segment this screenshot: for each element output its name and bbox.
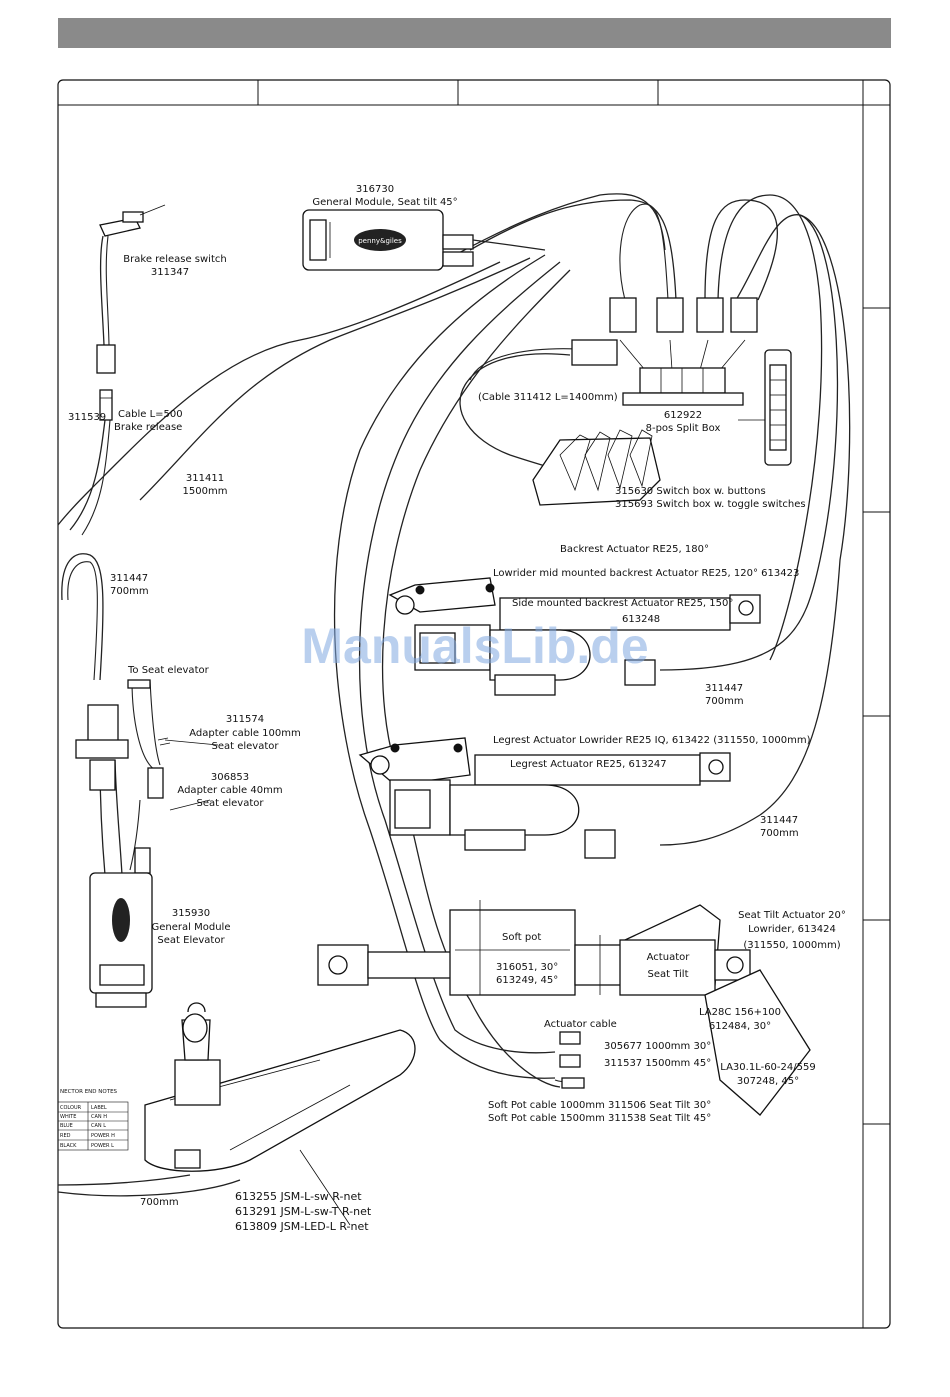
actuator-cable-label: Actuator cable <box>544 1019 617 1030</box>
actuator-box-label-1: Actuator <box>647 952 691 963</box>
cable-311447-a-length: 700mm <box>110 586 149 597</box>
adapter-100-desc: Seat elevator <box>211 741 279 752</box>
module-brand-logo: penny&giles <box>358 237 402 245</box>
jsm-label-3: 613809 JSM-LED-L R-net <box>235 1220 369 1233</box>
watermark: ManualsLib.de <box>301 618 648 674</box>
la30-label-1: LA30.1L-60-24/559 <box>720 1062 815 1073</box>
la30-label-2: 307248, 45° <box>737 1076 799 1087</box>
gm-tilt-name: General Module, Seat tilt 45° <box>312 197 457 208</box>
backrest-label-3: Side mounted backrest Actuator RE25, 150… <box>512 598 733 609</box>
actuator-cable-2: 311537 1500mm 45° <box>604 1058 711 1069</box>
adapter-40-name: Adapter cable 40mm <box>177 785 282 796</box>
general-module-seat-tilt: penny&giles <box>302 209 546 271</box>
seat-tilt-actuator <box>317 900 811 1116</box>
switchbox-toggles: 315693 Switch box w. toggle switches <box>615 499 806 510</box>
seat-elevator-cabling <box>75 679 171 874</box>
connector-end-table: NECTOR END NOTES COLOUR LABEL WHITE CAN … <box>57 1089 129 1151</box>
softpot-label: Soft pot <box>502 932 541 943</box>
cable-311411-pn: 311411 <box>186 473 224 484</box>
table-cell: POWER L <box>91 1143 114 1149</box>
labels: 316730 General Module, Seat tilt 45° Bra… <box>68 184 846 1233</box>
cable-311447-c-length: 700mm <box>760 828 799 839</box>
legrest-label-2: Legrest Actuator RE25, 613247 <box>510 759 667 770</box>
cable-311447-c-pn: 311447 <box>760 815 798 826</box>
table-cell: WHITE <box>60 1114 76 1120</box>
cable-311447-b-length: 700mm <box>705 696 744 707</box>
switch-box <box>532 429 661 506</box>
softpot-cable-1: Soft Pot cable 1000mm 311506 Seat Tilt 3… <box>488 1100 711 1111</box>
jsm-label-2: 613291 JSM-L-sw-T R-net <box>235 1205 372 1218</box>
table-cell: RED <box>60 1133 71 1139</box>
wiring-harness <box>57 193 851 1197</box>
adapter-100-name: Adapter cable 100mm <box>189 728 301 739</box>
seat-tilt-label-1: Seat Tilt Actuator 20° <box>738 910 846 921</box>
table-header-label: LABEL <box>91 1105 107 1111</box>
adapter-40-pn: 306853 <box>211 772 249 783</box>
brake-switch-pn: 311347 <box>151 267 189 278</box>
to-seat-elevator: To Seat elevator <box>127 665 210 676</box>
backrest-pn: 613248 <box>622 614 660 625</box>
gm-elev-pn: 315930 <box>172 908 210 919</box>
softpot-pn-30: 316051, 30° <box>496 962 558 973</box>
splitbox-name: 8-pos Split Box <box>646 423 721 434</box>
split-box-connectors <box>571 297 792 466</box>
legrest-actuator <box>358 737 731 859</box>
drawing-frame <box>57 79 891 1329</box>
adapter-40-desc: Seat elevator <box>196 798 264 809</box>
general-module-seat-elevator <box>89 872 153 1008</box>
backrest-actuator <box>388 577 761 696</box>
adapter-100-pn: 311574 <box>226 714 264 725</box>
brake-release-switch <box>96 204 166 421</box>
table-cell: CAN H <box>91 1114 107 1120</box>
cable-311447-b-pn: 311447 <box>705 683 743 694</box>
softpot-pn-45: 613249, 45° <box>496 975 558 986</box>
leader-lines <box>164 419 765 1226</box>
la28c-label-1: LA28C 156+100 <box>699 1007 781 1018</box>
actuator-cable-1: 305677 1000mm 30° <box>604 1041 711 1052</box>
gm-elev-name: General Module <box>152 922 231 933</box>
seat-tilt-label-2: Lowrider, 613424 <box>748 924 836 935</box>
backrest-label-2: Lowrider mid mounted backrest Actuator R… <box>493 568 799 579</box>
legrest-label-1: Legrest Actuator Lowrider RE25 IQ, 61342… <box>493 735 811 746</box>
switchbox-buttons: 315630 Switch box w. buttons <box>615 486 766 497</box>
splitbox-pn: 612922 <box>664 410 702 421</box>
brake-switch-name: Brake release switch <box>123 254 226 265</box>
softpot-cable-2: Soft Pot cable 1500mm 311538 Seat Tilt 4… <box>488 1113 711 1124</box>
seat-tilt-label-3: (311550, 1000mm) <box>743 940 840 951</box>
table-header-colour: COLOUR <box>60 1105 82 1111</box>
cable-311412-label: (Cable 311412 L=1400mm) <box>478 392 618 403</box>
table-cell: POWER H <box>91 1133 115 1139</box>
la28c-label-2: 612484, 30° <box>709 1021 771 1032</box>
actuator-box-label-2: Seat Tilt <box>647 969 688 980</box>
table-title: NECTOR END NOTES <box>60 1089 118 1095</box>
cable-311447-a-pn: 311447 <box>110 573 148 584</box>
cable-311411-length: 1500mm <box>183 486 228 497</box>
header-bar <box>58 18 891 48</box>
table-cell: BLUE <box>60 1123 73 1129</box>
brake-cable-length: Cable L=500 <box>118 409 183 420</box>
table-cell: BLACK <box>60 1143 77 1149</box>
backrest-label-1: Backrest Actuator RE25, 180° <box>560 544 709 555</box>
gm-elev-desc: Seat Elevator <box>157 935 225 946</box>
brake-cable-pn: 311539 <box>68 412 106 423</box>
joystick-cable-length: 700mm <box>140 1197 179 1208</box>
table-cell: CAN L <box>91 1123 106 1129</box>
gm-tilt-pn: 316730 <box>356 184 394 195</box>
jsm-label-1: 613255 JSM-L-sw R-net <box>235 1190 362 1203</box>
brake-cable-desc: Brake release <box>114 422 182 433</box>
joystick-module <box>144 1002 416 1172</box>
